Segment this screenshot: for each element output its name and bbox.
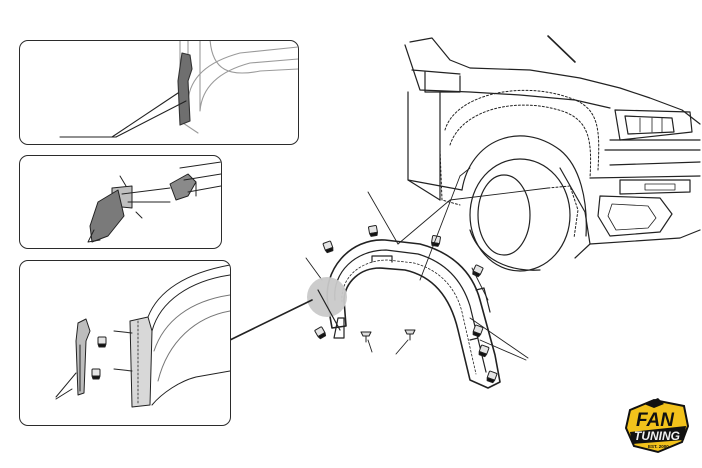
clip (478, 344, 490, 358)
mounting-clips (314, 225, 498, 384)
fan-tuning-logo: FAN TUNING EST. 2000 (624, 396, 690, 454)
flare-position-outline (439, 89, 600, 239)
logo-word-fan: FAN (636, 410, 674, 431)
clip (314, 326, 327, 340)
clip (431, 235, 441, 247)
clip (322, 240, 334, 254)
logo-word-tuning: TUNING (634, 429, 680, 443)
detail-2-drawing (87, 161, 221, 243)
truck-front-view (404, 35, 701, 272)
leader-lines (305, 167, 549, 361)
clip (368, 225, 378, 237)
logo-established: EST. 2000 (648, 444, 669, 449)
detail-panel-2 (19, 155, 222, 249)
clip (486, 370, 498, 384)
detail-3-drawing (55, 264, 230, 408)
detail-panel-3 (19, 260, 231, 426)
logo-graphic (624, 398, 690, 454)
detail-callout (229, 277, 347, 341)
fender-flare-part (326, 239, 501, 389)
detail-1-drawing (59, 41, 298, 138)
detail-panel-1 (19, 40, 299, 145)
push-pin (360, 331, 372, 343)
push-pin (404, 329, 416, 341)
clip (472, 324, 484, 338)
